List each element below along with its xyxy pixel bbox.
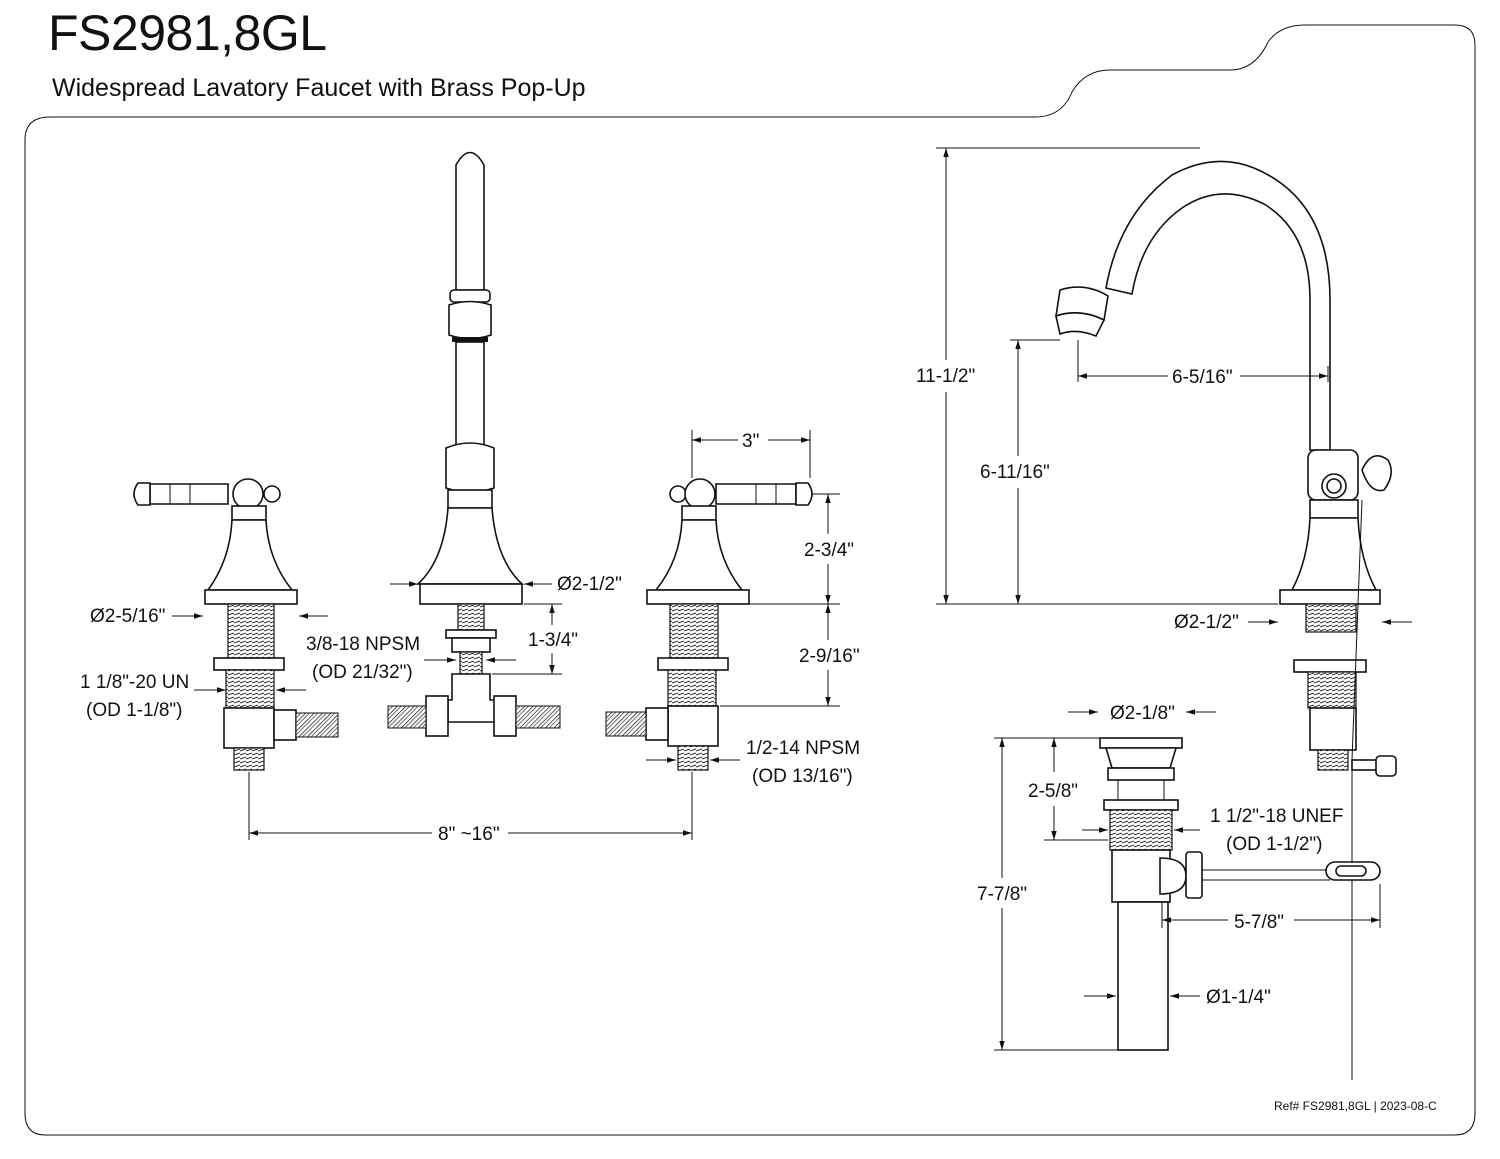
front-view-dimensions: 3" 2-3/4" 2-9/16" Ø2-1/2" Ø2-5/16" 3/8-1… (80, 430, 860, 845)
inlet-od-label: (OD 13/16") (752, 766, 853, 787)
spout-shank-od-label: (OD 21/32") (312, 662, 413, 683)
handle-shank-od-label: (OD 1-1/8") (86, 700, 182, 721)
handle-height-label: 2-3/4" (804, 540, 854, 561)
spout-clearance-label: 6-11/16" (980, 462, 1050, 483)
side-base-diameter-label: Ø2-1/2" (1174, 612, 1239, 633)
drain-assembly (1099, 737, 1381, 1051)
right-handle-valve (605, 478, 813, 771)
inlet-thread-label: 1/2-14 NPSM (746, 738, 860, 759)
spout-shank-length-label: 1-3/4" (528, 630, 578, 651)
centers-label: 8" ~16" (438, 824, 500, 845)
left-handle-valve (133, 478, 339, 771)
product-description: Widespread Lavatory Faucet with Brass Po… (52, 74, 586, 102)
body-od-label: (OD 1-1/2") (1226, 834, 1322, 855)
handle-base-diameter-label: Ø2-5/16" (90, 606, 165, 627)
spout-reach-label: 6-5/16" (1172, 367, 1233, 388)
flange-diameter-label: Ø2-1/8" (1110, 703, 1175, 724)
flange-height-label: 2-5/8" (1028, 781, 1078, 802)
handle-width-label: 3" (742, 431, 759, 452)
shank-length-label: 2-9/16" (799, 646, 860, 667)
drain-dimensions: Ø2-1/8" 2-5/8" 1 1/2"-18 UNEF (OD 1-1/2"… (977, 703, 1381, 1051)
rod-length-label: 5-7/8" (1234, 912, 1284, 933)
reference-note: Ref# FS2981,8GL | 2023-08-C (1274, 1099, 1437, 1113)
handle-shank-thread-label: 1 1/8"-20 UN (80, 672, 189, 693)
center-spout-front (387, 151, 561, 737)
overall-height-label: 11-1/2" (916, 366, 975, 387)
side-view-dimensions: 11-1/2" 6-11/16" 6-5/16" Ø2-1/2" (916, 147, 1412, 633)
spout-base-diameter-label: Ø2-1/2" (557, 574, 622, 595)
tailpiece-diameter-label: Ø1-1/4" (1206, 987, 1271, 1008)
body-thread-label: 1 1/2"-18 UNEF (1210, 806, 1343, 827)
drawing-frame (24, 24, 1476, 1136)
drain-length-label: 7-7/8" (977, 884, 1027, 905)
spout-shank-thread-label: 3/8-18 NPSM (306, 634, 420, 655)
model-number: FS2981,8GL (48, 5, 327, 61)
